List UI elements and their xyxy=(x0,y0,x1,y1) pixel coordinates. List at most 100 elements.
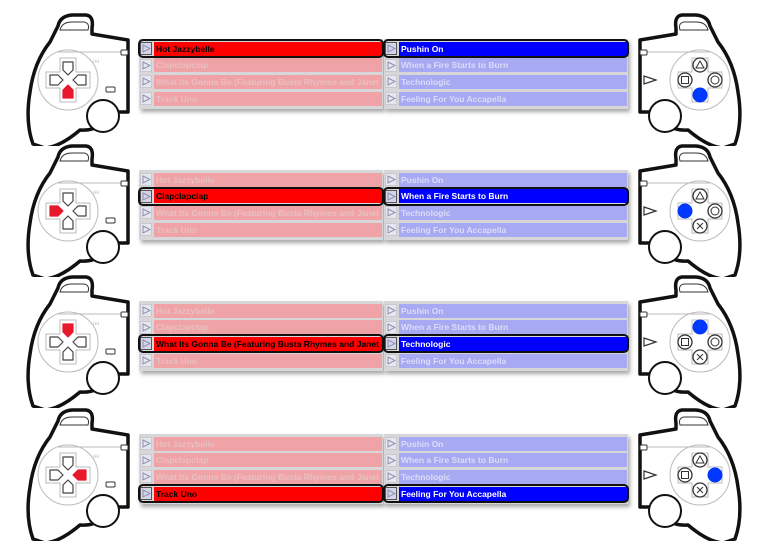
track-row[interactable]: When a Fire Starts to Burn xyxy=(385,453,627,468)
track-row[interactable]: Pushin On xyxy=(383,39,629,58)
track-row[interactable]: Feeling For You Accapella xyxy=(385,91,627,106)
play-icon[interactable] xyxy=(140,337,152,351)
svg-text:⁝⁝⁝⁝: ⁝⁝⁝⁝ xyxy=(93,454,100,460)
track-row[interactable]: Hot Jazzybelle xyxy=(140,303,382,318)
play-icon[interactable] xyxy=(385,437,397,450)
play-icon[interactable] xyxy=(140,354,152,368)
gamepad-right-icon xyxy=(628,274,768,412)
play-icon[interactable] xyxy=(140,92,152,106)
track-row[interactable]: What Its Gonna Be (Featuring Busta Rhyme… xyxy=(140,74,382,89)
play-icon[interactable] xyxy=(140,453,152,467)
play-icon[interactable] xyxy=(385,75,397,89)
track-title: Pushin On xyxy=(399,172,627,187)
play-icon[interactable] xyxy=(140,58,152,72)
circle-button-icon xyxy=(707,72,723,88)
track-row[interactable]: What Its Gonna Be (Featuring Busta Rhyme… xyxy=(138,334,384,354)
dpad-right-icon xyxy=(72,336,87,348)
play-icon[interactable] xyxy=(385,354,397,368)
circle-button-icon xyxy=(707,203,723,219)
track-row[interactable]: Hot Jazzybelle xyxy=(138,39,384,58)
dpad-up-icon xyxy=(62,61,74,76)
track-row[interactable]: Feeling For You Accapella xyxy=(385,222,627,237)
track-row[interactable]: Pushin On xyxy=(385,172,627,187)
play-icon[interactable] xyxy=(140,437,152,450)
track-title: Clapclapclap xyxy=(154,320,382,335)
play-icon[interactable] xyxy=(385,173,397,186)
track-row[interactable]: What Its Gonna Be (Featuring Busta Rhyme… xyxy=(140,205,382,220)
dpad-up-icon xyxy=(62,323,74,338)
circle-button-icon xyxy=(707,467,723,483)
dpad-cross xyxy=(45,319,91,365)
track-row[interactable]: What Its Gonna Be (Featuring Busta Rhyme… xyxy=(140,469,382,484)
dpad-right-icon xyxy=(72,74,87,86)
play-icon[interactable] xyxy=(385,320,397,334)
track-row[interactable]: Hot Jazzybelle xyxy=(140,436,382,451)
track-row[interactable]: When a Fire Starts to Burn xyxy=(385,58,627,73)
track-row[interactable]: Pushin On xyxy=(385,436,627,451)
track-row[interactable]: When a Fire Starts to Burn xyxy=(385,320,627,335)
play-icon[interactable] xyxy=(385,206,397,220)
player-panel: ⁝⁝⁝⁝ Hot Jazzybelle Clapclapclap What It… xyxy=(0,12,768,150)
track-title: Hot Jazzybelle xyxy=(154,303,382,318)
track-row[interactable]: Clapclapclap xyxy=(140,58,382,73)
track-row[interactable]: Track Uno xyxy=(140,91,382,106)
track-title: Clapclapclap xyxy=(154,453,382,468)
play-icon[interactable] xyxy=(385,487,397,501)
square-button-icon xyxy=(677,72,693,88)
dpad-down-icon xyxy=(62,346,74,361)
track-row[interactable]: Technologic xyxy=(383,334,629,354)
dpad-right-icon xyxy=(72,469,87,481)
track-title: Pushin On xyxy=(399,436,627,451)
track-title: Feeling For You Accapella xyxy=(399,486,627,501)
play-icon[interactable] xyxy=(385,304,397,317)
play-icon[interactable] xyxy=(140,42,152,55)
play-icon[interactable] xyxy=(140,189,152,203)
play-icon[interactable] xyxy=(385,337,397,351)
track-row[interactable]: Clapclapclap xyxy=(140,320,382,335)
track-row[interactable]: Technologic xyxy=(385,205,627,220)
player-panel: ⁝⁝⁝⁝ Hot Jazzybelle Clapclapclap What It… xyxy=(0,143,768,281)
play-icon[interactable] xyxy=(385,223,397,237)
gamepad-right-icon xyxy=(628,12,768,150)
play-icon[interactable] xyxy=(140,223,152,237)
play-icon[interactable] xyxy=(140,304,152,317)
play-icon[interactable] xyxy=(140,470,152,484)
cross-button-icon xyxy=(692,87,708,103)
play-icon[interactable] xyxy=(385,470,397,484)
track-row[interactable]: Hot Jazzybelle xyxy=(140,172,382,187)
track-row[interactable]: Clapclapclap xyxy=(138,186,384,206)
left-track-list: Hot Jazzybelle Clapclapclap What Its Gon… xyxy=(138,434,384,504)
track-row[interactable]: Track Uno xyxy=(140,353,382,368)
play-icon[interactable] xyxy=(140,487,152,501)
play-icon[interactable] xyxy=(385,92,397,106)
play-icon[interactable] xyxy=(140,206,152,220)
play-icon[interactable] xyxy=(140,75,152,89)
track-title: Technologic xyxy=(399,336,627,351)
track-title: What Its Gonna Be (Featuring Busta Rhyme… xyxy=(154,469,382,484)
track-row[interactable]: When a Fire Starts to Burn xyxy=(383,186,629,206)
play-icon[interactable] xyxy=(385,453,397,467)
gamepad-left-icon: ⁝⁝⁝⁝ xyxy=(0,143,140,281)
track-row[interactable]: Feeling For You Accapella xyxy=(385,353,627,368)
dpad-down-icon xyxy=(62,84,74,99)
track-row[interactable]: Technologic xyxy=(385,469,627,484)
right-track-list: Pushin On When a Fire Starts to Burn Tec… xyxy=(383,39,629,109)
track-row[interactable]: Feeling For You Accapella xyxy=(383,484,629,504)
triangle-button-icon xyxy=(692,319,708,335)
track-title: Track Uno xyxy=(154,486,382,501)
track-row[interactable]: Track Uno xyxy=(138,484,384,504)
track-row[interactable]: Pushin On xyxy=(385,303,627,318)
track-row[interactable]: Technologic xyxy=(385,74,627,89)
play-icon[interactable] xyxy=(140,320,152,334)
track-row[interactable]: Clapclapclap xyxy=(140,453,382,468)
svg-text:⁝⁝⁝⁝: ⁝⁝⁝⁝ xyxy=(93,59,100,65)
dpad-left-icon xyxy=(49,336,64,348)
gamepad-left-icon: ⁝⁝⁝⁝ xyxy=(0,407,140,545)
track-title: When a Fire Starts to Burn xyxy=(399,453,627,468)
play-icon[interactable] xyxy=(385,42,397,55)
play-icon[interactable] xyxy=(140,173,152,186)
track-row[interactable]: Track Uno xyxy=(140,222,382,237)
play-icon[interactable] xyxy=(385,58,397,72)
track-title: When a Fire Starts to Burn xyxy=(399,189,627,204)
play-icon[interactable] xyxy=(385,189,397,203)
